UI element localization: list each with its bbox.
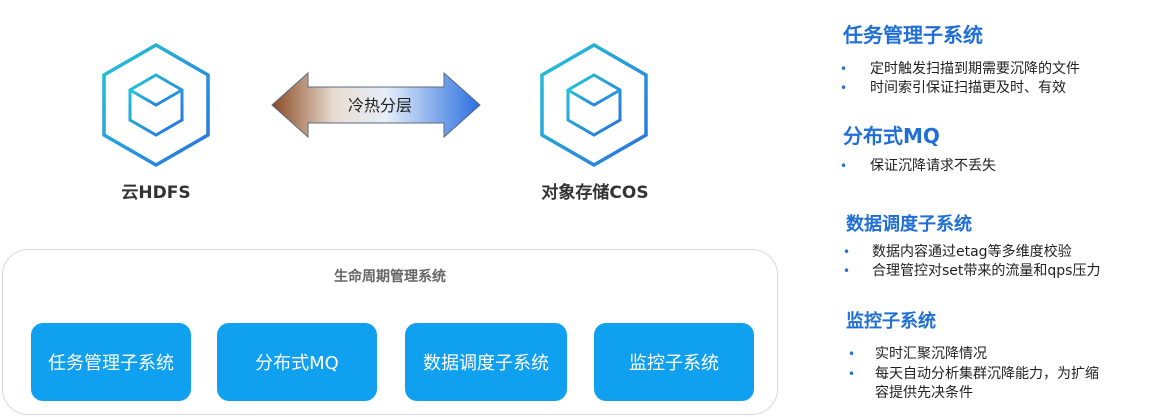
bullet-dot: • [848,347,856,361]
bullet-text: 保证沉降请求不丢失 [870,158,996,174]
subsystem-distributed-mq: 分布式MQ [217,323,377,401]
section-title-distributed-mq: 分布式MQ [843,124,940,148]
cos-hexagon-icon [540,42,648,168]
hdfs-hexagon-icon [102,42,210,168]
bullet-dot: • [843,264,851,278]
lifecycle-title: 生命周期管理系统 [334,269,446,285]
section-title-task-management: 任务管理子系统 [843,23,983,47]
bullet-text: 数据内容通过etag等多维度校验 [872,244,1072,260]
cos-label: 对象存储COS [541,183,649,203]
bullet-text: 每天自动分析集群沉降能力，为扩缩 [875,366,1099,382]
bullet-dot: • [843,245,851,259]
section-title-data-scheduling: 数据调度子系统 [846,214,972,235]
bullet-dot: • [840,81,848,95]
bullet-dot: • [840,62,848,76]
bullet-text: 时间索引保证扫描更及时、有效 [870,80,1066,96]
bullet-text-continuation: 容提供先决条件 [875,385,973,401]
bullet-text: 合理管控对set带来的流量和qps压力 [872,263,1101,279]
subsystem-monitoring: 监控子系统 [594,323,754,401]
subsystem-data-scheduling: 数据调度子系统 [405,323,567,401]
tiering-double-arrow [271,71,481,139]
tiering-label: 冷热分层 [347,96,412,115]
bullet-text: 实时汇聚沉降情况 [875,346,987,362]
bullet-dot: • [848,367,856,381]
bullet-dot: • [840,159,848,173]
subsystem-task-management: 任务管理子系统 [31,323,191,401]
bullet-text: 定时触发扫描到期需要沉降的文件 [870,61,1080,77]
hdfs-label: 云HDFS [121,183,191,203]
section-title-monitoring: 监控子系统 [846,311,936,332]
lifecycle-panel: 生命周期管理系统 任务管理子系统 分布式MQ 数据调度子系统 监控子系统 [2,249,778,415]
